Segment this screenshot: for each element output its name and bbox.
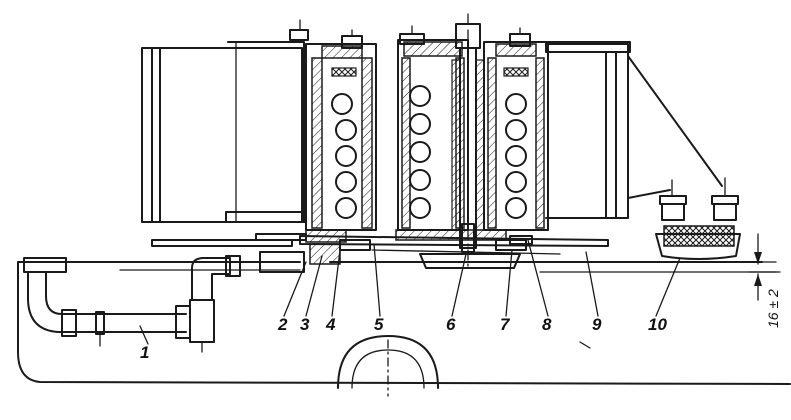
callout-2: 2 bbox=[277, 315, 288, 334]
callout-10: 10 bbox=[648, 315, 667, 334]
callout-1: 1 bbox=[140, 343, 149, 362]
magnet-cup bbox=[655, 177, 741, 260]
leader-lines bbox=[139, 239, 681, 345]
base-plate bbox=[151, 229, 609, 273]
callout-9: 9 bbox=[592, 315, 602, 334]
callout-5: 5 bbox=[374, 315, 384, 334]
dimension-marker bbox=[749, 233, 777, 301]
drain-pipe bbox=[23, 255, 241, 353]
callout-8: 8 bbox=[542, 315, 552, 334]
callout-7: 7 bbox=[500, 315, 511, 334]
dimension-label: 16 ± 2 bbox=[765, 289, 781, 328]
filter-element-left bbox=[289, 19, 377, 231]
callout-4: 4 bbox=[325, 315, 336, 334]
housing-outline bbox=[17, 261, 791, 397]
filter-element-right bbox=[483, 27, 549, 231]
callout-6: 6 bbox=[446, 315, 456, 334]
callout-labels: 1 2 3 4 5 6 7 8 9 10 16 ± 2 bbox=[140, 289, 781, 362]
upper-frame bbox=[141, 41, 723, 223]
callout-3: 3 bbox=[300, 315, 310, 334]
